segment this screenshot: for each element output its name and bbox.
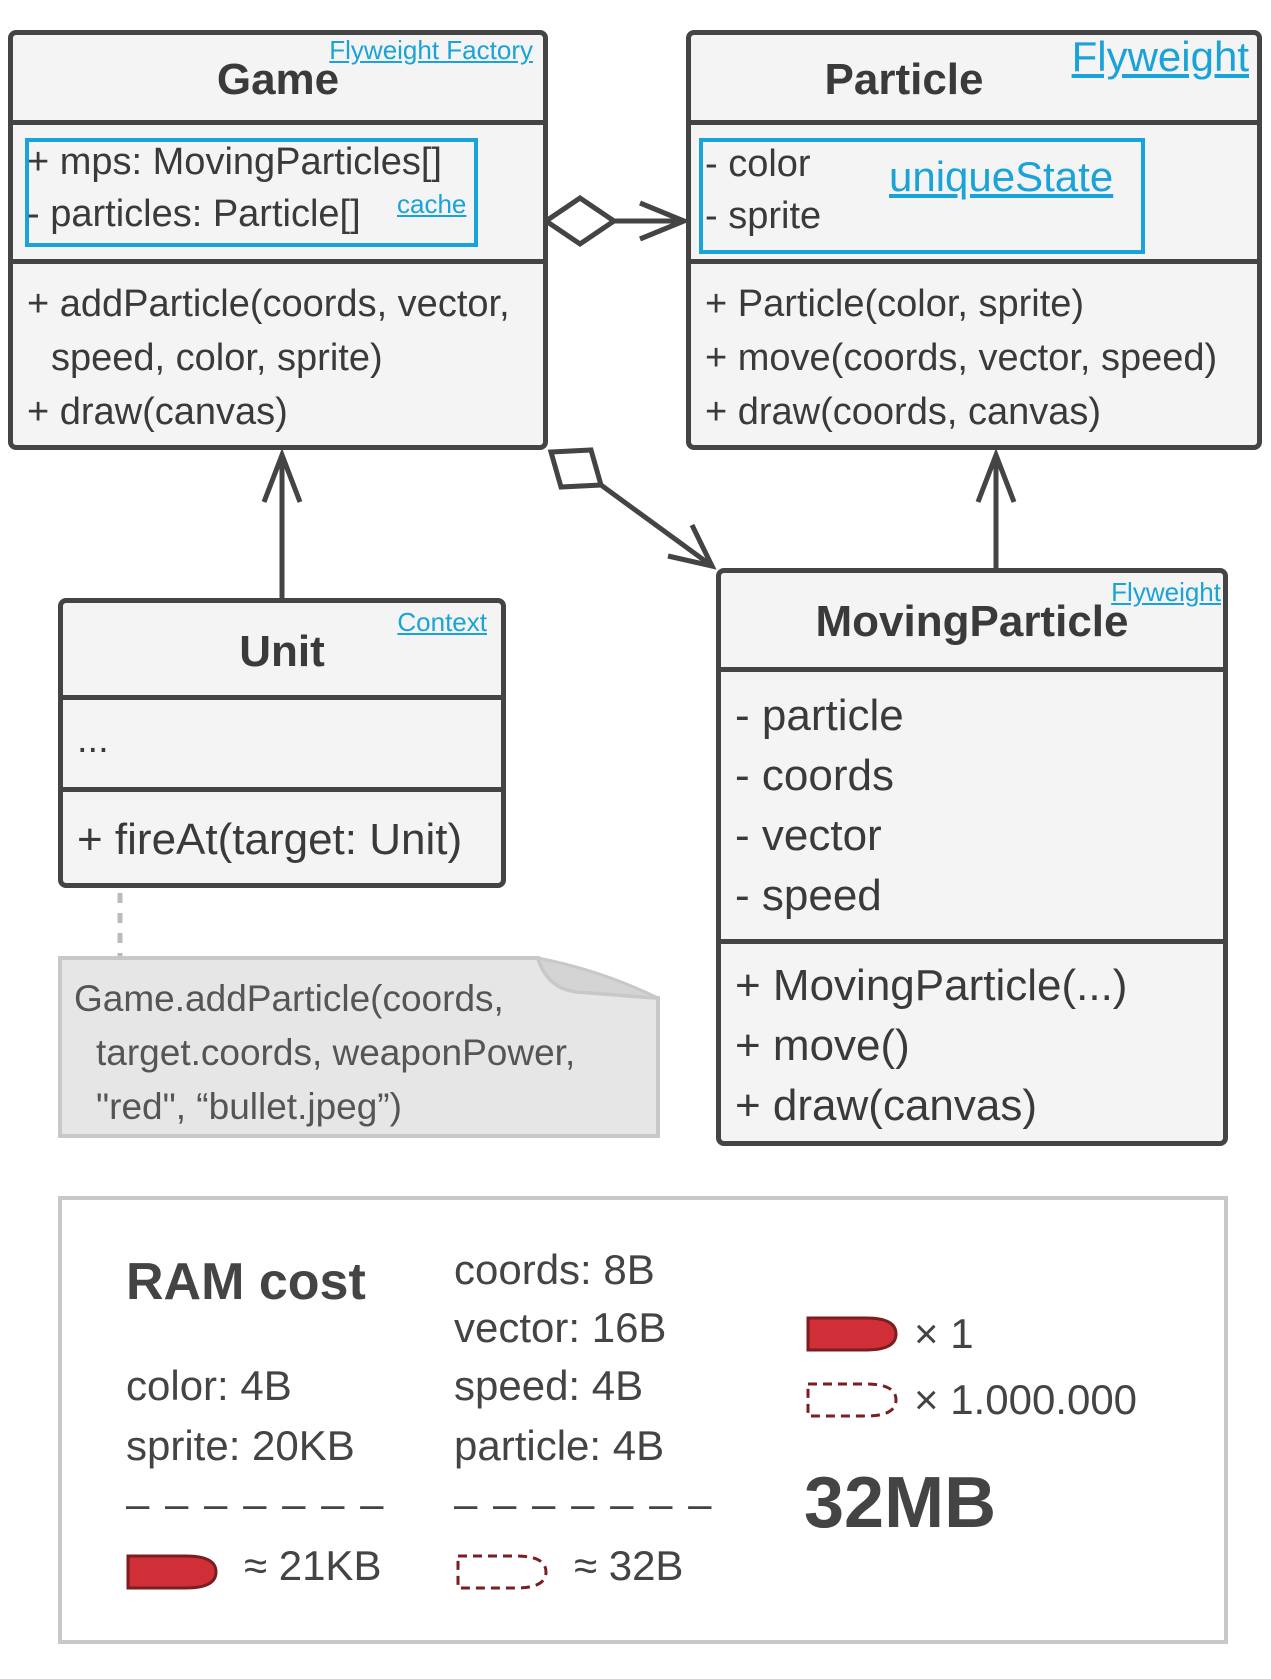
game-method-addparticle-cont: speed, color, sprite) <box>51 337 383 379</box>
particle-separator-2 <box>691 259 1257 264</box>
particle-method-draw: + draw(coords, canvas) <box>705 391 1101 433</box>
game-field-mps: + mps: MovingParticles[] <box>27 141 442 183</box>
moving-particle-method-move: + move() <box>735 1021 910 1070</box>
moving-particle-field-coords: - coords <box>735 751 894 800</box>
particle-method-move: + move(coords, vector, speed) <box>705 337 1218 379</box>
ram-grand-total: 32MB <box>804 1463 997 1543</box>
particle-separator-1 <box>691 120 1257 125</box>
particle-field-color: - color <box>705 143 811 185</box>
ram-count-solid: × 1 <box>914 1310 974 1357</box>
particle-unique-state-label: uniqueState <box>889 153 1114 200</box>
ram-col2-divider: – – – – – – – <box>454 1480 714 1527</box>
game-field-particles: - particles: Particle[] <box>27 193 361 235</box>
ram-cost-panel: RAM cost color: 4B sprite: 20KB – – – – … <box>58 1196 1228 1644</box>
particle-unique-state-highlight <box>699 138 1145 254</box>
ram-cost-title: RAM cost <box>126 1253 366 1311</box>
ram-col2-total: ≈ 32B <box>574 1542 684 1589</box>
bullet-solid-count-icon <box>806 1316 898 1352</box>
ram-col2-vector: vector: 16B <box>454 1304 667 1351</box>
game-title: Game <box>216 55 340 104</box>
unit-separator-2 <box>63 787 501 792</box>
particle-title: Particle <box>824 55 984 104</box>
game-separator-2 <box>13 259 543 264</box>
ram-col2-coords: coords: 8B <box>454 1246 655 1293</box>
particle-method-constructor: + Particle(color, sprite) <box>705 283 1085 325</box>
movingparticle-particle-association <box>975 448 1017 568</box>
game-movingparticle-aggregation <box>547 447 717 570</box>
moving-particle-field-speed: - speed <box>735 871 882 920</box>
unit-game-association <box>261 448 303 598</box>
ram-count-dashed: × 1.000.000 <box>914 1376 1138 1423</box>
bullet-dashed-count-icon <box>806 1382 898 1418</box>
game-cache-highlight <box>25 138 478 247</box>
ram-col1-sprite: sprite: 20KB <box>126 1422 355 1469</box>
game-particle-aggregation <box>541 194 691 248</box>
note-line-1: Game.addParticle(coords, <box>74 978 504 1019</box>
particle-stereotype: Flyweight <box>1071 33 1249 80</box>
moving-particle-field-particle: - particle <box>735 691 904 740</box>
game-separator-1 <box>13 120 543 125</box>
unit-stereotype: Context <box>397 607 487 637</box>
class-unit: Context Unit ... + fireAt(target: Unit) <box>58 598 506 888</box>
note-line-3: "red", “bullet.jpeg”) <box>96 1086 402 1127</box>
game-stereotype: Flyweight Factory <box>329 35 533 65</box>
note-line-2: target.coords, weaponPower, <box>96 1032 576 1073</box>
unit-method-fireat: + fireAt(target: Unit) <box>77 815 463 864</box>
unit-separator-1 <box>63 695 501 700</box>
bullet-dashed-icon <box>456 1554 548 1590</box>
class-game: Flyweight Factory Game + mps: MovingPart… <box>8 30 548 450</box>
bullet-solid-icon <box>126 1554 218 1590</box>
ram-col1-total: ≈ 21KB <box>244 1542 382 1589</box>
class-moving-particle: Flyweight MovingParticle - particle - co… <box>716 568 1228 1146</box>
moving-particle-separator-2 <box>721 939 1223 944</box>
class-particle: Flyweight Particle - color - sprite uniq… <box>686 30 1262 450</box>
game-method-draw: + draw(canvas) <box>27 391 288 433</box>
moving-particle-separator-1 <box>721 667 1223 672</box>
game-method-addparticle: + addParticle(coords, vector, <box>27 283 510 325</box>
particle-field-sprite: - sprite <box>705 195 822 237</box>
moving-particle-method-draw: + draw(canvas) <box>735 1081 1038 1130</box>
moving-particle-method-constructor: + MovingParticle(...) <box>735 961 1128 1010</box>
moving-particle-title: MovingParticle <box>815 597 1129 646</box>
ram-col1-color: color: 4B <box>126 1362 292 1409</box>
moving-particle-stereotype: Flyweight <box>1111 577 1221 607</box>
game-cache-label: cache <box>397 189 467 219</box>
ram-col1-divider: – – – – – – – <box>126 1480 386 1527</box>
moving-particle-field-vector: - vector <box>735 811 882 860</box>
ram-col2-speed: speed: 4B <box>454 1362 644 1409</box>
ram-col2-particle: particle: 4B <box>454 1422 665 1469</box>
unit-field-ellipsis: ... <box>77 719 109 761</box>
unit-title: Unit <box>239 627 325 676</box>
